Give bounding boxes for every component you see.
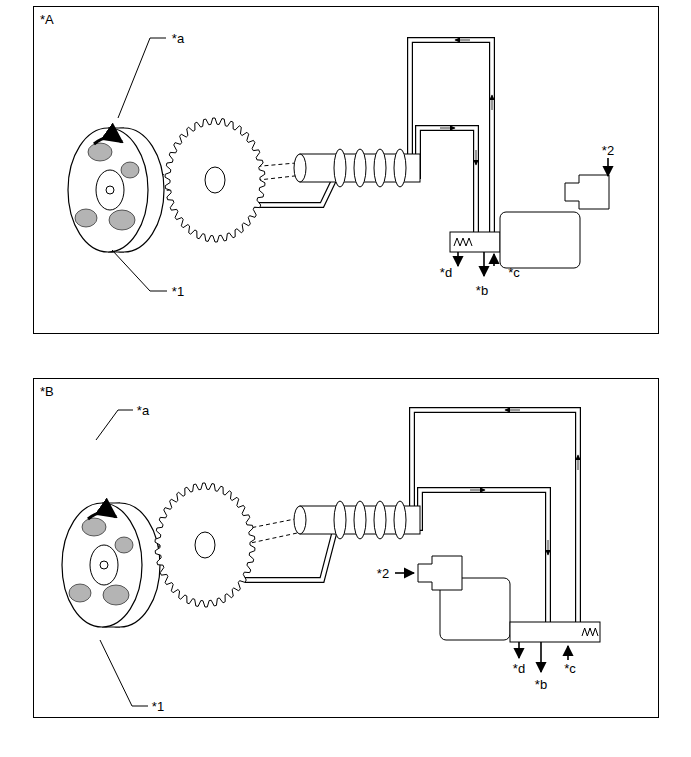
callout-label: *b [534,677,548,692]
oil-pipe-outline [245,534,334,580]
panel-label: *B [40,384,54,399]
callout-label: *c [507,265,521,280]
port-arrow [518,642,520,658]
callout-label: *1 [171,284,185,299]
panel-b-illustration [62,410,600,706]
panel-frame: *A [33,6,659,334]
callout-label: *c [563,661,577,676]
leader-line [118,38,166,118]
rotor-front [62,503,142,627]
panel-label: *A [40,12,54,27]
sprocket [165,118,265,242]
camshaft-ring [394,149,406,187]
vane-rotation-arrow [88,512,116,519]
sprocket [155,483,255,607]
port-arrow [483,252,485,276]
callout-label: *2 [601,143,615,158]
flow-arrow [578,455,579,470]
oil-chamber [103,585,129,605]
callout-label: *1 [151,699,165,714]
camshaft-ring [354,501,366,539]
callout-label: *2 [376,566,390,581]
camshaft-ring [374,149,386,187]
camshaft-end [294,506,306,534]
callout-label: *a [171,31,185,46]
solenoid-body [500,212,580,268]
solenoid-connector [565,175,609,209]
vane-rotation-arrow [94,137,122,144]
camshaft-ring [394,501,406,539]
panel-a-illustration [68,38,609,291]
valve-spring [454,238,472,246]
flow-arrow [548,540,549,555]
port-arrow [607,158,609,176]
oil-chamber [88,143,112,161]
oil-chamber [69,584,91,602]
flow-arrow [440,128,455,129]
spool-valve [450,232,500,252]
oil-chamber [82,518,106,536]
oil-chamber [115,537,133,553]
port-arrow [395,572,414,574]
camshaft-ring [334,501,346,539]
callout-label: *b [475,283,489,298]
port-arrow [457,252,459,266]
flow-arrow [470,490,485,491]
rotor-hub [90,545,118,585]
sprocket-bore [205,167,225,193]
camshaft-ring [354,149,366,187]
flow-arrow [476,150,477,165]
solenoid-connector [418,556,462,590]
camshaft-ring [374,501,386,539]
camshaft-end [294,154,306,182]
oil-chamber [121,162,139,178]
hub-bolt [106,186,114,194]
flow-arrow [505,410,520,411]
oil-pipe-bore [245,534,334,580]
port-arrow [493,254,495,266]
hub-bolt [100,561,108,569]
camshaft-ring [334,149,346,187]
callout-label: *d [512,661,526,676]
oil-chamber [75,209,97,227]
oil-pipe-bore [395,40,492,232]
rotor-front [68,128,148,252]
oil-pipe-outline [395,40,492,232]
flow-arrow [492,95,493,110]
valve-spring [582,628,598,636]
sprocket-bore [195,532,215,558]
port-arrow [540,642,542,672]
flow-arrow [455,40,470,41]
port-arrow [567,646,569,660]
leader-line [96,410,133,440]
oil-chamber [109,210,135,230]
spool-valve [510,622,600,642]
leader-line [100,640,148,706]
callout-label: *d [439,265,453,280]
leader-line [112,250,167,291]
rotor-hub [96,170,124,210]
callout-label: *a [136,403,150,418]
